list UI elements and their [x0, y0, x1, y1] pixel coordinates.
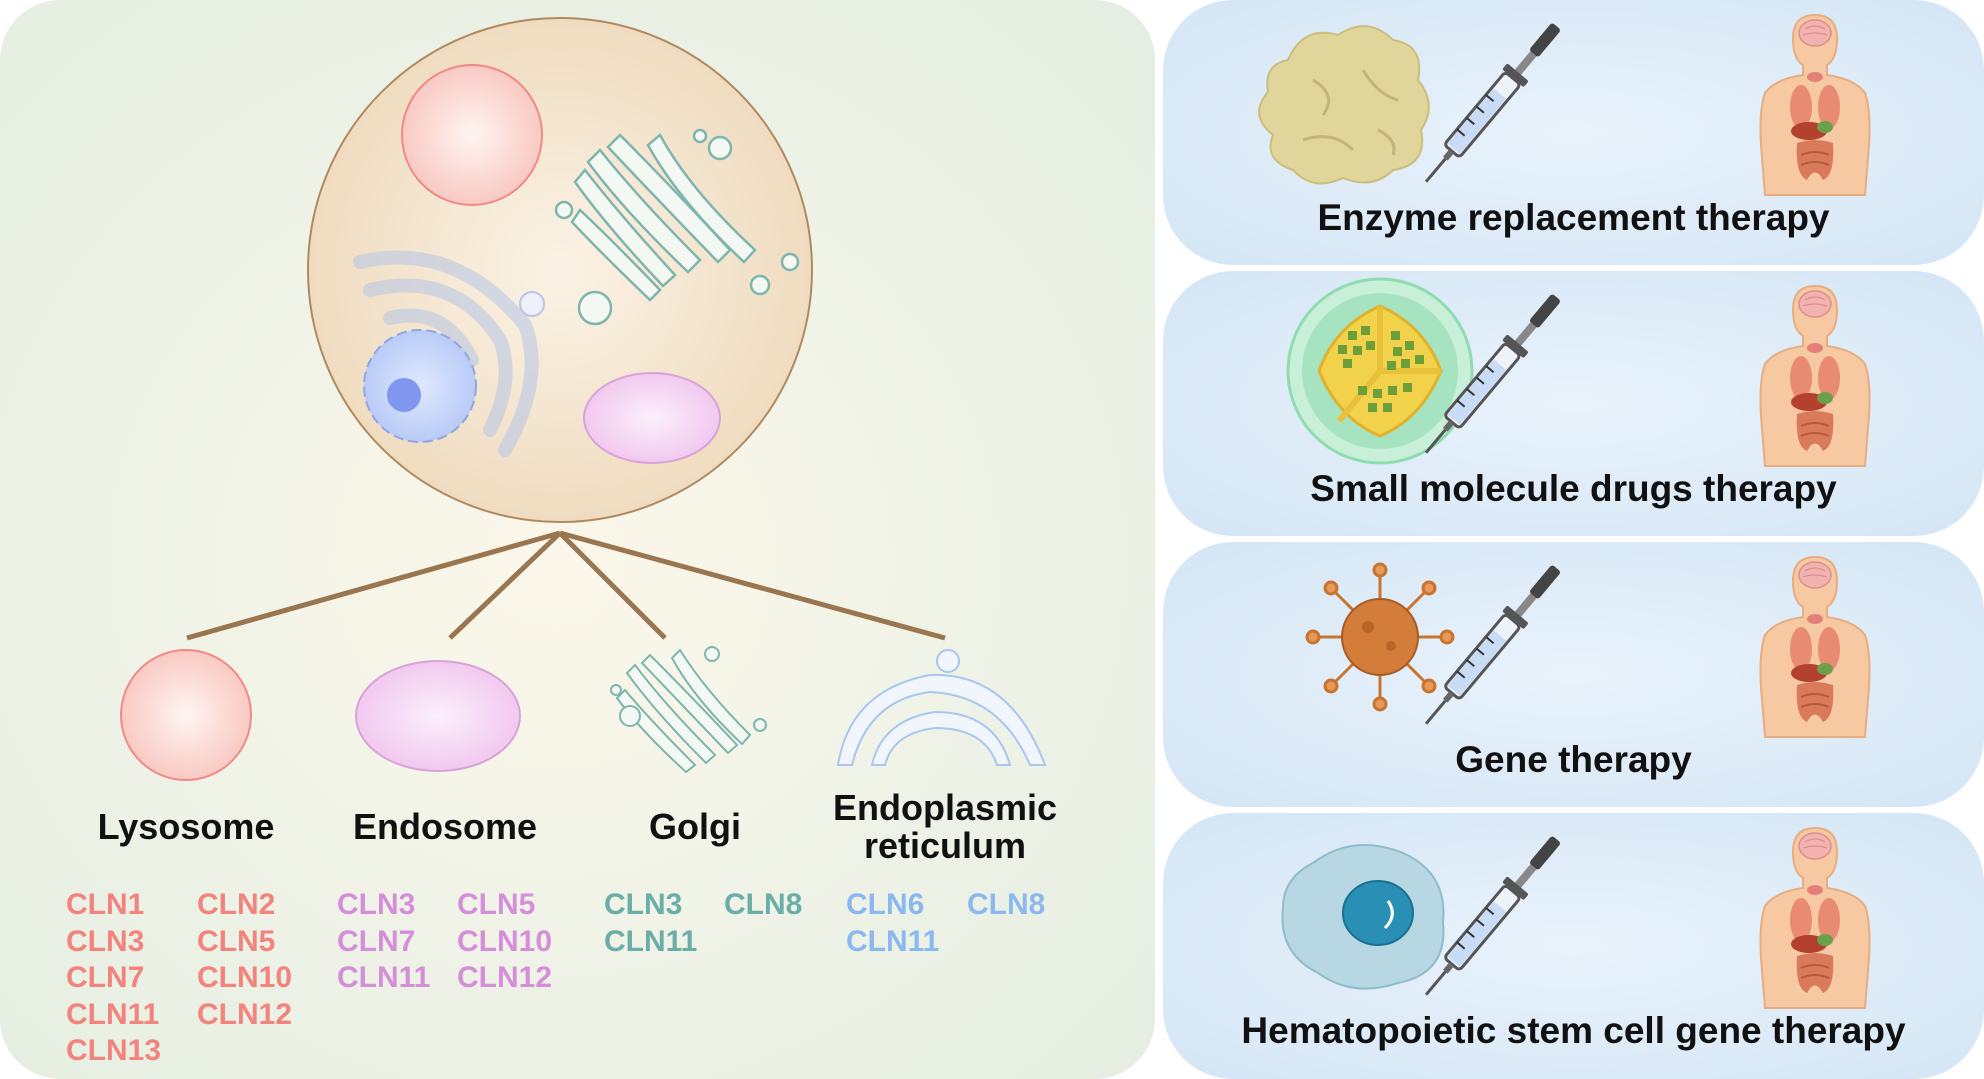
gene-list-golgi-col2: CLN8	[724, 887, 802, 924]
gene-list-lysosome-col2: CLN2 CLN5 CLN10 CLN12	[197, 887, 292, 1033]
endoplasmic-reticulum-icon	[836, 649, 1047, 766]
gene-label: CLN10	[457, 924, 553, 958]
therapy-label: Small molecule drugs therapy	[1310, 468, 1837, 509]
organelle-label-endosome: Endosome	[352, 806, 538, 847]
cell-organelle-panel: Lysosome Endosome Golgi Endoplasmic reti…	[0, 0, 1155, 1079]
gene-label: CLN12	[457, 961, 553, 994]
gene-label: CLN3	[604, 888, 683, 921]
gene-label: CLN5	[457, 888, 536, 921]
therapy-panel-enzyme: Enzyme replacement therapy	[1163, 0, 1984, 265]
gene-label: CLN2	[197, 888, 276, 921]
small-molecule-icon	[1286, 277, 1474, 465]
organelle-label-er: Endoplasmic reticulum	[832, 787, 1058, 866]
therapy-panel-gene: Gene therapy	[1163, 542, 1984, 807]
gene-label: CLN13	[66, 1034, 162, 1067]
gene-list-endosome-col2: CLN5 CLN10 CLN12	[457, 887, 552, 997]
gene-label: CLN6	[846, 888, 925, 921]
gene-label: CLN7	[66, 961, 145, 994]
gene-list-er-col2: CLN8	[967, 887, 1045, 924]
gene-label: CLN8	[724, 888, 803, 921]
virus-vector-icon	[1305, 562, 1455, 712]
golgi-icon	[610, 646, 767, 774]
gene-label: CLN3	[337, 888, 416, 921]
therapy-label: Enzyme replacement therapy	[1317, 197, 1830, 238]
branch-lines	[186, 530, 946, 641]
therapy-panel-stem-cell: Hematopoietic stem cell gene therapy	[1163, 813, 1984, 1079]
cell-icon	[307, 17, 813, 523]
gene-list-er-col1: CLN6 CLN11	[846, 887, 939, 960]
organelle-label-lysosome: Lysosome	[97, 806, 275, 847]
gene-label: CLN5	[197, 924, 276, 958]
gene-label: CLN11	[846, 924, 940, 958]
gene-list-endosome-col1: CLN3 CLN7 CLN11	[337, 887, 430, 997]
therapy-label: Gene therapy	[1455, 739, 1692, 780]
lysosome-icon	[120, 649, 252, 781]
gene-label: CLN8	[967, 888, 1046, 921]
endosome-icon	[355, 660, 521, 772]
therapy-panel-small-molecule: Small molecule drugs therapy	[1163, 271, 1984, 536]
gene-label: CLN7	[337, 924, 416, 958]
gene-label: CLN11	[604, 924, 698, 958]
gene-list-golgi-col1: CLN3 CLN11	[604, 887, 697, 960]
organelle-label-golgi: Golgi	[649, 806, 741, 847]
therapy-label: Hematopoietic stem cell gene therapy	[1241, 1010, 1906, 1051]
gene-label: CLN11	[337, 961, 431, 994]
gene-label: CLN3	[66, 924, 145, 958]
gene-label: CLN10	[197, 961, 293, 994]
gene-label: CLN11	[66, 997, 160, 1031]
gene-label: CLN1	[66, 888, 145, 921]
stem-cell-icon	[1281, 844, 1445, 990]
gene-list-lysosome-col1: CLN1 CLN3 CLN7 CLN11 CLN13	[66, 887, 161, 1070]
enzyme-icon	[1258, 25, 1430, 185]
gene-label: CLN12	[197, 997, 293, 1031]
cell-diagram	[120, 17, 1047, 781]
